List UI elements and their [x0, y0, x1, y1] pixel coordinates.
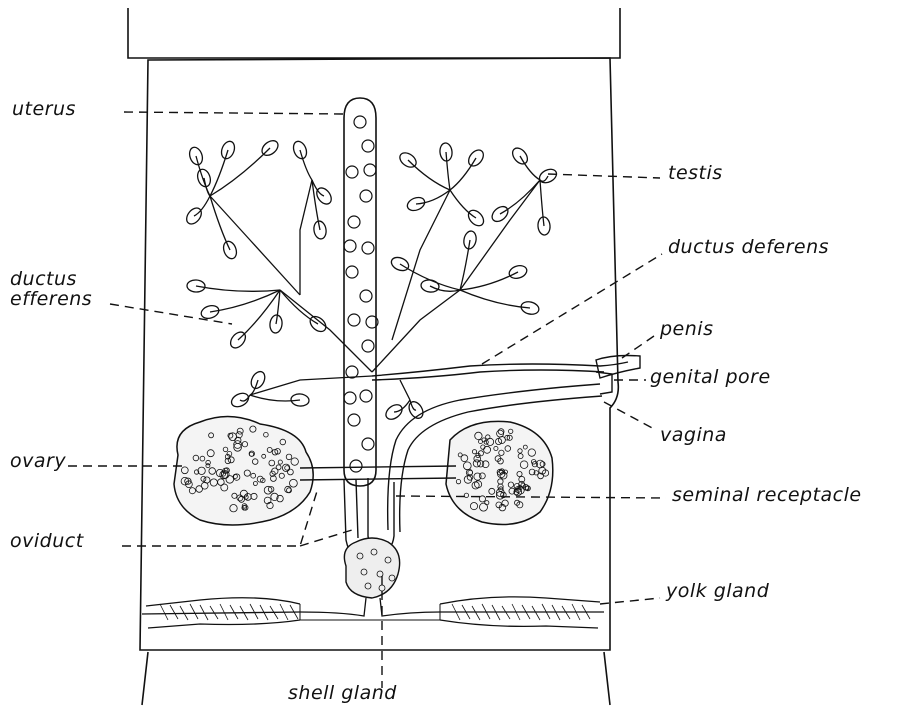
uterus-egg: [346, 266, 358, 278]
label-ductus-efferens-line1: ductus: [10, 270, 77, 289]
label-genital-pore: genital pore: [650, 368, 771, 387]
leader-ductus-efferens: [110, 304, 232, 324]
testis-branch: [372, 290, 460, 372]
testis-ductule: [520, 156, 540, 180]
yolk-gland-left: [142, 598, 300, 628]
uterus-organ: [344, 98, 378, 486]
uterus-egg: [348, 314, 360, 326]
testis-ductule: [450, 190, 476, 218]
shell-gland-organ: [344, 538, 399, 598]
yolk-gland-organ: [142, 597, 604, 628]
label-yolk-gland: yolk gland: [666, 582, 769, 601]
uterus-eggs: [344, 116, 378, 472]
uterus-egg: [360, 190, 372, 202]
ductus-deferens-duct: [372, 362, 628, 376]
testis-ductule: [446, 152, 450, 190]
testis-ductule: [540, 176, 548, 181]
label-testis: testis: [668, 164, 723, 183]
label-penis: penis: [660, 320, 713, 339]
yolk-gland-stroke: [190, 604, 198, 619]
uterus-egg: [354, 116, 366, 128]
uterus-egg: [362, 140, 374, 152]
leader-ductus-deferens: [482, 254, 662, 364]
yolk-gland-right: [440, 597, 604, 628]
leader-lines: [68, 112, 666, 688]
testis-branch: [280, 290, 372, 372]
testis-ductule: [416, 190, 450, 204]
uterus-egg: [346, 366, 358, 378]
yolk-gland-stroke: [160, 604, 168, 620]
uterus-egg: [348, 414, 360, 426]
yolk-gland-stroke: [230, 605, 238, 619]
testis-ductule: [450, 158, 476, 190]
uterus-egg: [364, 164, 376, 176]
label-seminal-receptacle: seminal receptacle: [672, 486, 862, 505]
yolk-gland-stroke: [170, 605, 178, 619]
testis-ductule: [210, 150, 228, 196]
uterus-egg: [344, 240, 356, 252]
leader-yolk-gland: [600, 598, 660, 604]
uterus-egg: [362, 438, 374, 450]
label-ductus-deferens: ductus deferens: [668, 238, 829, 257]
uterus-egg: [350, 460, 362, 472]
yolk-gland-stroke: [472, 606, 480, 620]
label-ductus-efferens-line2: efferens: [10, 290, 92, 309]
testis-branch: [460, 180, 540, 290]
testis-branch: [250, 376, 372, 395]
label-oviduct: oviduct: [10, 532, 84, 551]
uterus-egg: [360, 290, 372, 302]
label-ovary: ovary: [10, 452, 66, 471]
testis-ductule: [408, 160, 450, 190]
leader-penis: [622, 336, 654, 358]
uterus-egg: [348, 216, 360, 228]
yolk-gland-stroke: [220, 604, 228, 620]
yolk-gland-stroke: [250, 604, 258, 619]
uterus-egg: [360, 390, 372, 402]
male-ducts: [372, 356, 640, 395]
leader-oviduct-2: [300, 530, 352, 546]
testis-ductule: [210, 148, 270, 196]
testis-ductule: [194, 196, 210, 216]
uterus-egg: [344, 392, 356, 404]
leader-testis: [548, 174, 660, 178]
leader-uterus: [124, 112, 344, 114]
label-uterus: uterus: [12, 100, 76, 119]
ovary-organ: [174, 416, 553, 525]
label-vagina: vagina: [660, 426, 727, 445]
leader-vagina: [604, 402, 656, 430]
testis-branch: [400, 380, 410, 400]
uterus-egg: [362, 340, 374, 352]
uterus-egg: [346, 166, 358, 178]
testis-ductule: [460, 290, 530, 308]
testis-branch: [300, 180, 312, 295]
uterus-egg: [362, 242, 374, 254]
yolk-duct: [300, 598, 440, 616]
testis-ductule: [210, 290, 280, 312]
upper-segment-outline: [128, 8, 620, 58]
label-shell-gland: shell gland: [288, 684, 397, 703]
ductus-deferens-duct-2: [372, 370, 604, 380]
yolk-gland-stroke: [532, 606, 540, 620]
yolk-gland-stroke: [200, 605, 208, 620]
testes-follicles: [184, 138, 559, 423]
ovary-isthmus: [300, 466, 456, 480]
testis-ductule: [196, 286, 280, 291]
testis-ductule: [500, 180, 540, 214]
